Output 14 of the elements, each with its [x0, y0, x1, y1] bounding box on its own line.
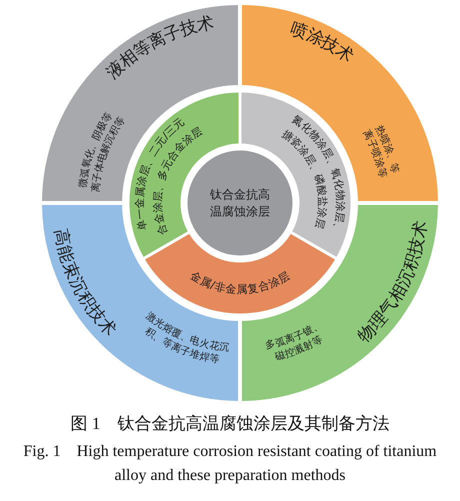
segment-text: 单一金属涂层、二元/三元合金涂层、多元合金涂层: [134, 116, 205, 236]
center-text: 钛合金抗高温腐蚀涂层: [210, 188, 270, 219]
segment-heading: 物理气相沉积技术: [354, 219, 432, 346]
figure-caption: Fig. 1 High temperature corrosion resistant coating of titanium alloy and these preparation methods: [22, 442, 438, 486]
segment-text: 氮化物涂层、氧化物涂层、搪瓷涂层、磷酸盐涂层: [280, 113, 346, 236]
segment-heading: 液相等离子技术: [102, 12, 216, 84]
segment-text: 多弧离子镀、磁控溅射等: [264, 318, 324, 362]
segment-text: 金属/非金属复合涂层: [188, 268, 292, 296]
segment-heading: 喷涂技术: [288, 18, 358, 68]
segment-text: 激光熔覆、电火花沉积、等离子堆焊等: [142, 310, 230, 366]
figure-title: 图 1 钛合金抗高温腐蚀涂层及其制备方法: [70, 413, 390, 435]
segment-text: 微弧氧化、阴极等离子体电解沉积等: [77, 110, 127, 193]
segment-heading: 高能束沉积技术: [50, 227, 120, 340]
segment-text: 热喷涂、等离子喷涂等: [360, 124, 401, 179]
